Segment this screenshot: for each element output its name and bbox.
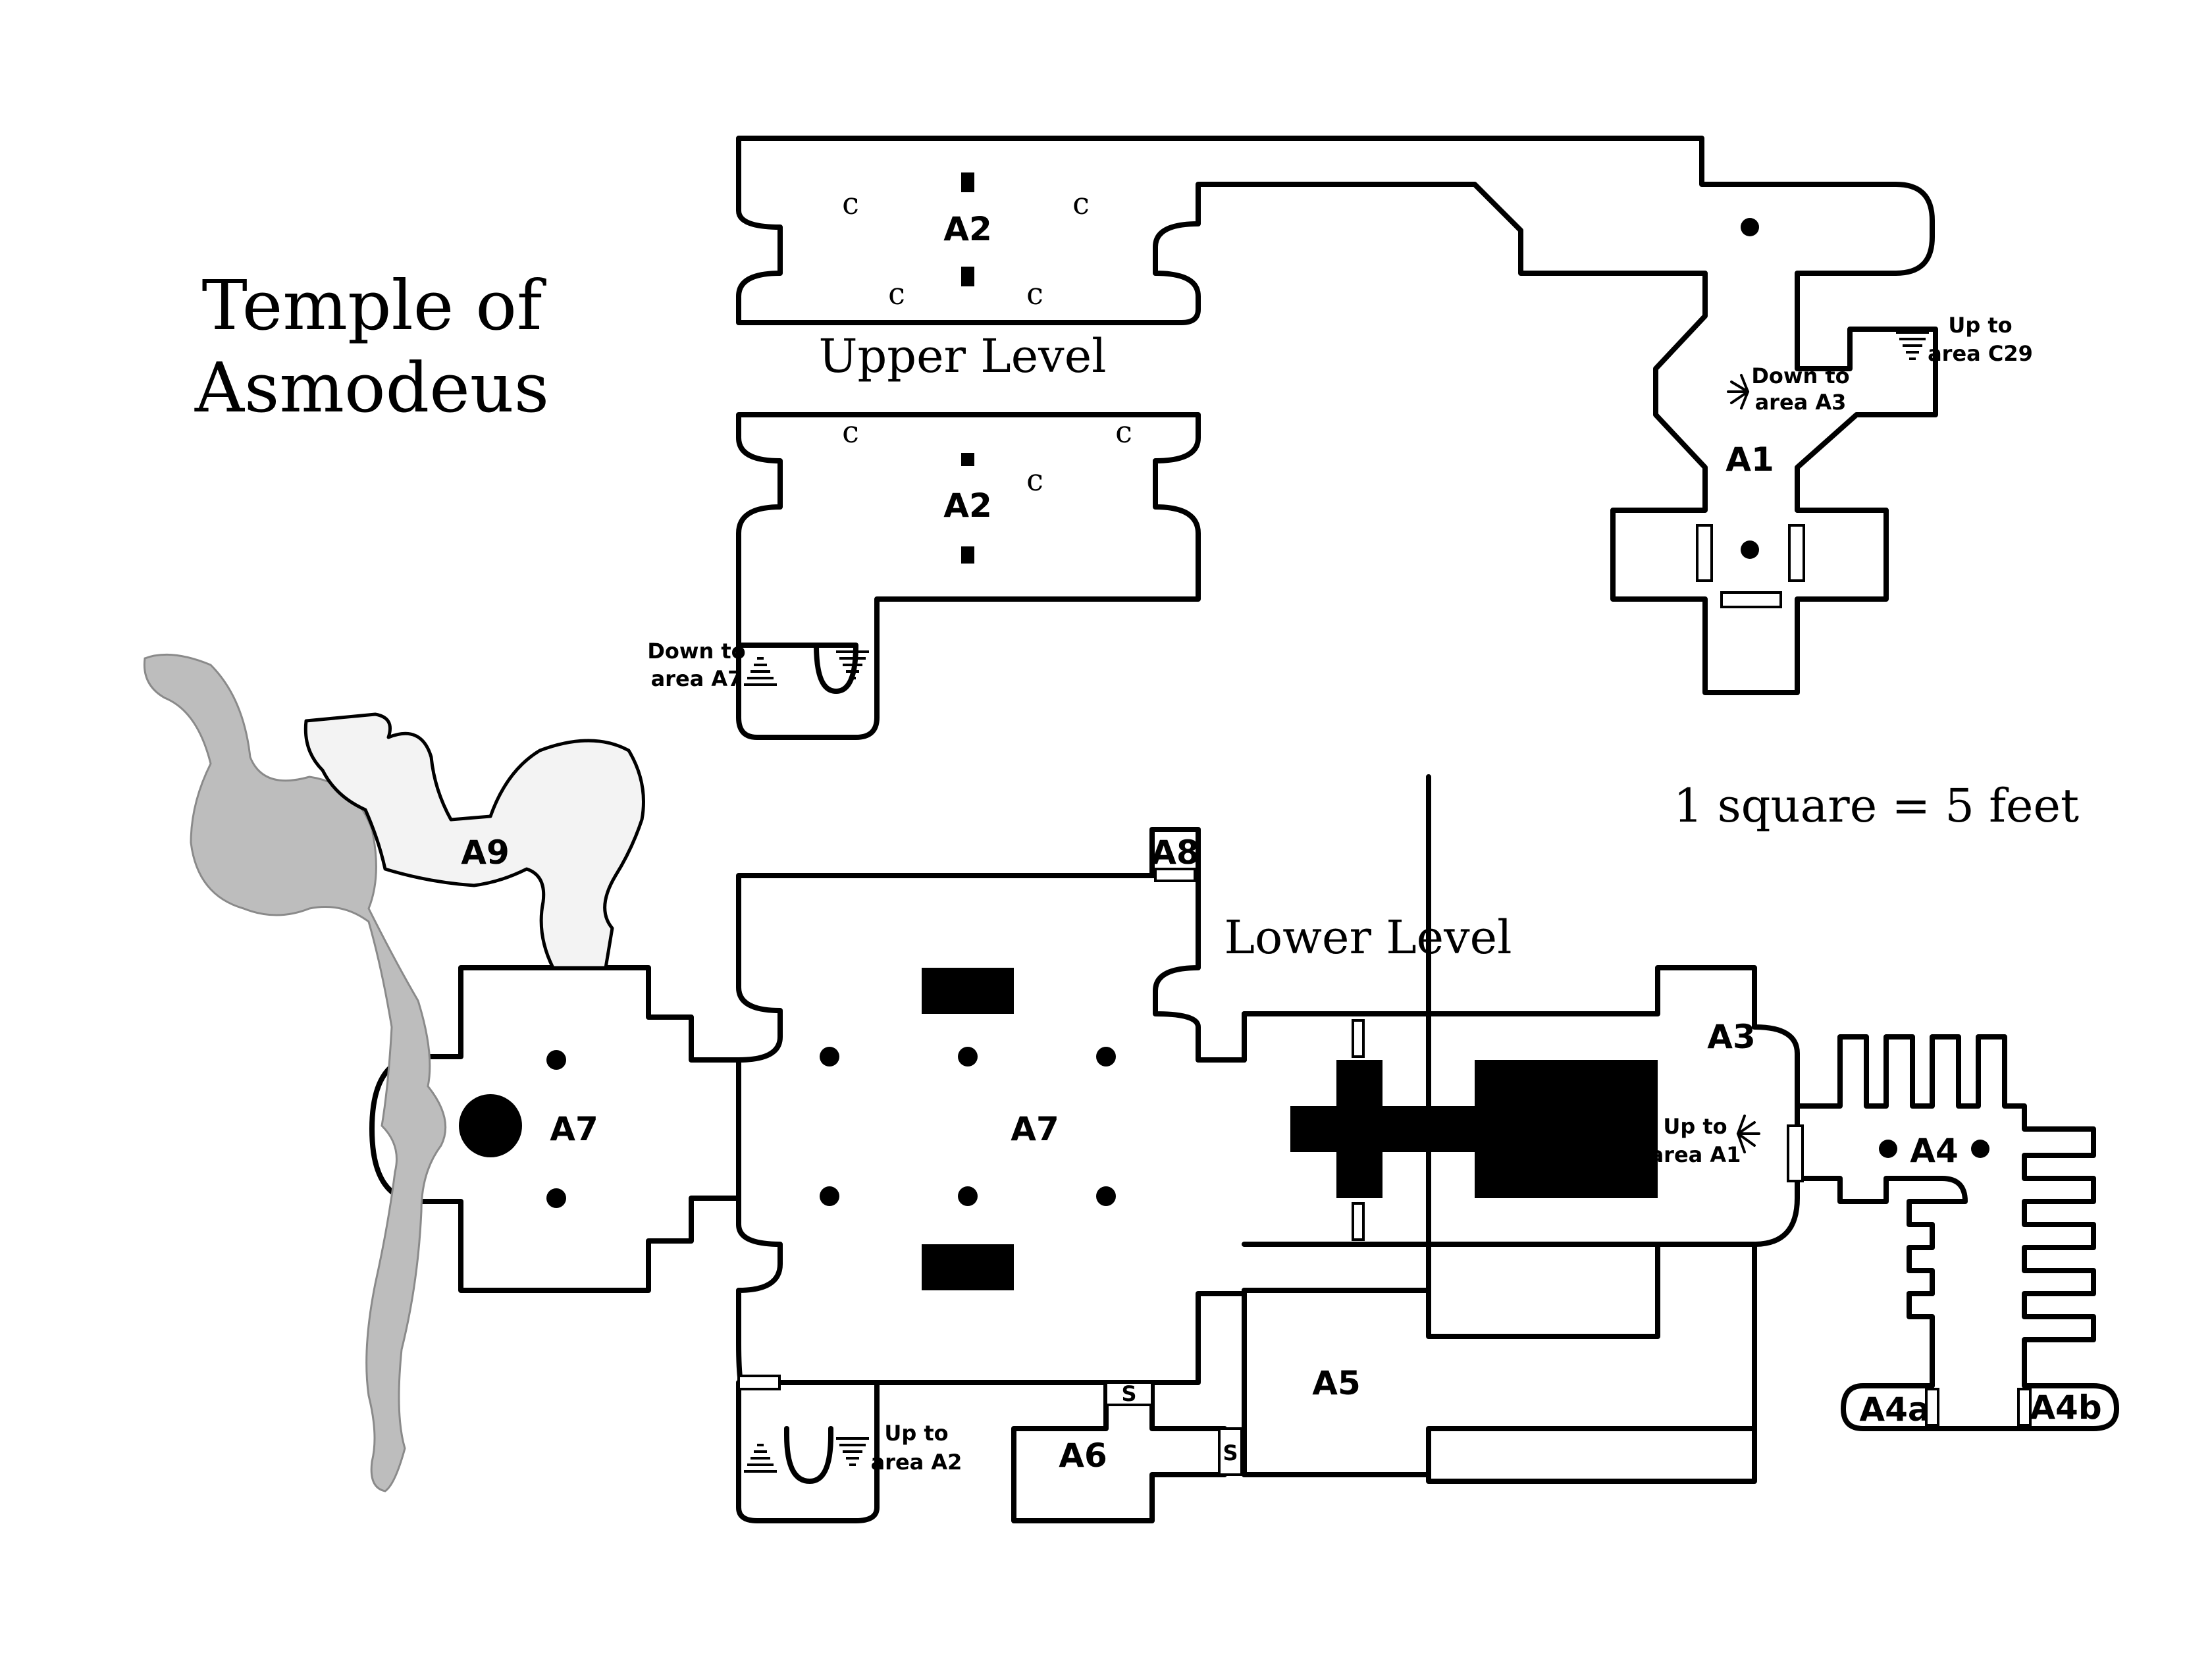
stairs-icon [744, 650, 869, 686]
column-marker: c [1026, 462, 1043, 498]
spiral-stairs-icon [1727, 374, 1749, 409]
stairs-icon [744, 1437, 869, 1473]
secret-door-icon [1105, 1381, 1153, 1406]
note-up-to-a2-line1: Up to [884, 1421, 948, 1446]
note-down-to-a7-line1: Down to [647, 639, 745, 664]
room-label-a2-north: A2 [943, 210, 992, 248]
room-label-a4: A4 [1910, 1132, 1959, 1170]
door-icon [1696, 524, 1713, 582]
note-up-to-a2-line2: area A2 [871, 1450, 962, 1475]
note-down-to-a3-line2: area A3 [1755, 390, 1847, 415]
underground-stream [143, 653, 447, 1492]
room-label-a6: A6 [1059, 1436, 1107, 1475]
room-label-a3: A3 [1707, 1018, 1756, 1056]
door-icon [1352, 1019, 1365, 1058]
secret-door-label: S [1223, 1440, 1238, 1465]
door-icon [1925, 1388, 1939, 1427]
pillar-icon [1971, 1140, 1989, 1158]
pillar-icon [1741, 218, 1759, 236]
pillar-icon [1096, 1186, 1116, 1206]
column-marker: c [842, 414, 859, 450]
door-icon [1720, 591, 1782, 608]
a4-complex [1795, 1034, 2119, 1431]
map-title-line1: Temple of [201, 265, 546, 346]
a7-stair-bay [736, 1380, 880, 1523]
note-up-to-a1-line1: Up to [1663, 1114, 1727, 1139]
door-icon [1154, 868, 1196, 882]
pillar-icon [958, 1047, 978, 1066]
altar-block [922, 968, 1014, 1014]
column-marker: c [888, 276, 905, 311]
lower-level-label: Lower Level [1224, 910, 1512, 964]
pillar-icon [1096, 1047, 1116, 1066]
scale-note: 1 square = 5 feet [1673, 779, 2079, 833]
room-label-a4b: A4b [2030, 1388, 2101, 1427]
door-icon [1788, 524, 1805, 582]
note-up-to-c29-line1: Up to [1948, 313, 2012, 338]
room-label-a2-south: A2 [943, 487, 992, 525]
door-icon [737, 1375, 781, 1390]
column-marker: c [1026, 276, 1043, 311]
column-marker: c [1072, 186, 1090, 221]
pillar-icon [546, 1050, 566, 1070]
door-icon [1787, 1124, 1804, 1182]
room-label-a4a: A4a [1859, 1390, 1930, 1429]
pillar-icon [820, 1047, 839, 1066]
upper-level: c c c c c c c A2 A2 Upper Level Down to … [647, 136, 2033, 740]
altar-block [922, 1244, 1014, 1290]
a5-room [1242, 1242, 1757, 1477]
note-down-to-a3-line1: Down to [1751, 363, 1849, 388]
secret-door-icon [1218, 1427, 1243, 1476]
room-label-a1: A1 [1725, 440, 1774, 479]
pillar-icon [1741, 540, 1759, 559]
altar-block [1290, 1060, 1658, 1198]
upper-a2-hall-north [736, 136, 1938, 695]
upper-level-label: Upper Level [818, 329, 1106, 383]
lower-level: A8 A4 A4a A4b A7 A7 A3 A5 A6 [369, 774, 2119, 1523]
column-marker: c [1115, 414, 1132, 450]
column-marker: c [842, 186, 859, 221]
room-label-a8: A8 [1151, 833, 1199, 872]
stairs-icon [1896, 331, 1929, 360]
room-label-a7-west: A7 [550, 1110, 598, 1148]
well-icon [459, 1094, 522, 1157]
room-label-a5: A5 [1312, 1364, 1361, 1402]
note-down-to-a7-line2: area A7 [651, 666, 743, 691]
note-up-to-a1-line2: area A1 [1650, 1142, 1741, 1167]
a9-cave [303, 712, 645, 970]
pillar-icon [546, 1188, 566, 1208]
pillar-icon [1879, 1140, 1897, 1158]
door-icon [2017, 1388, 2032, 1427]
note-up-to-c29-line2: area C29 [1928, 341, 2033, 366]
room-label-a7-center: A7 [1011, 1110, 1059, 1148]
room-label-a9: A9 [461, 833, 510, 872]
spiral-stairs-icon [1737, 1115, 1760, 1153]
pillar-icon [958, 1186, 978, 1206]
map-title-line2: Asmodeus [194, 348, 549, 428]
pillar-icon [820, 1186, 839, 1206]
door-icon [1352, 1202, 1365, 1241]
secret-door-label: S [1121, 1381, 1136, 1406]
